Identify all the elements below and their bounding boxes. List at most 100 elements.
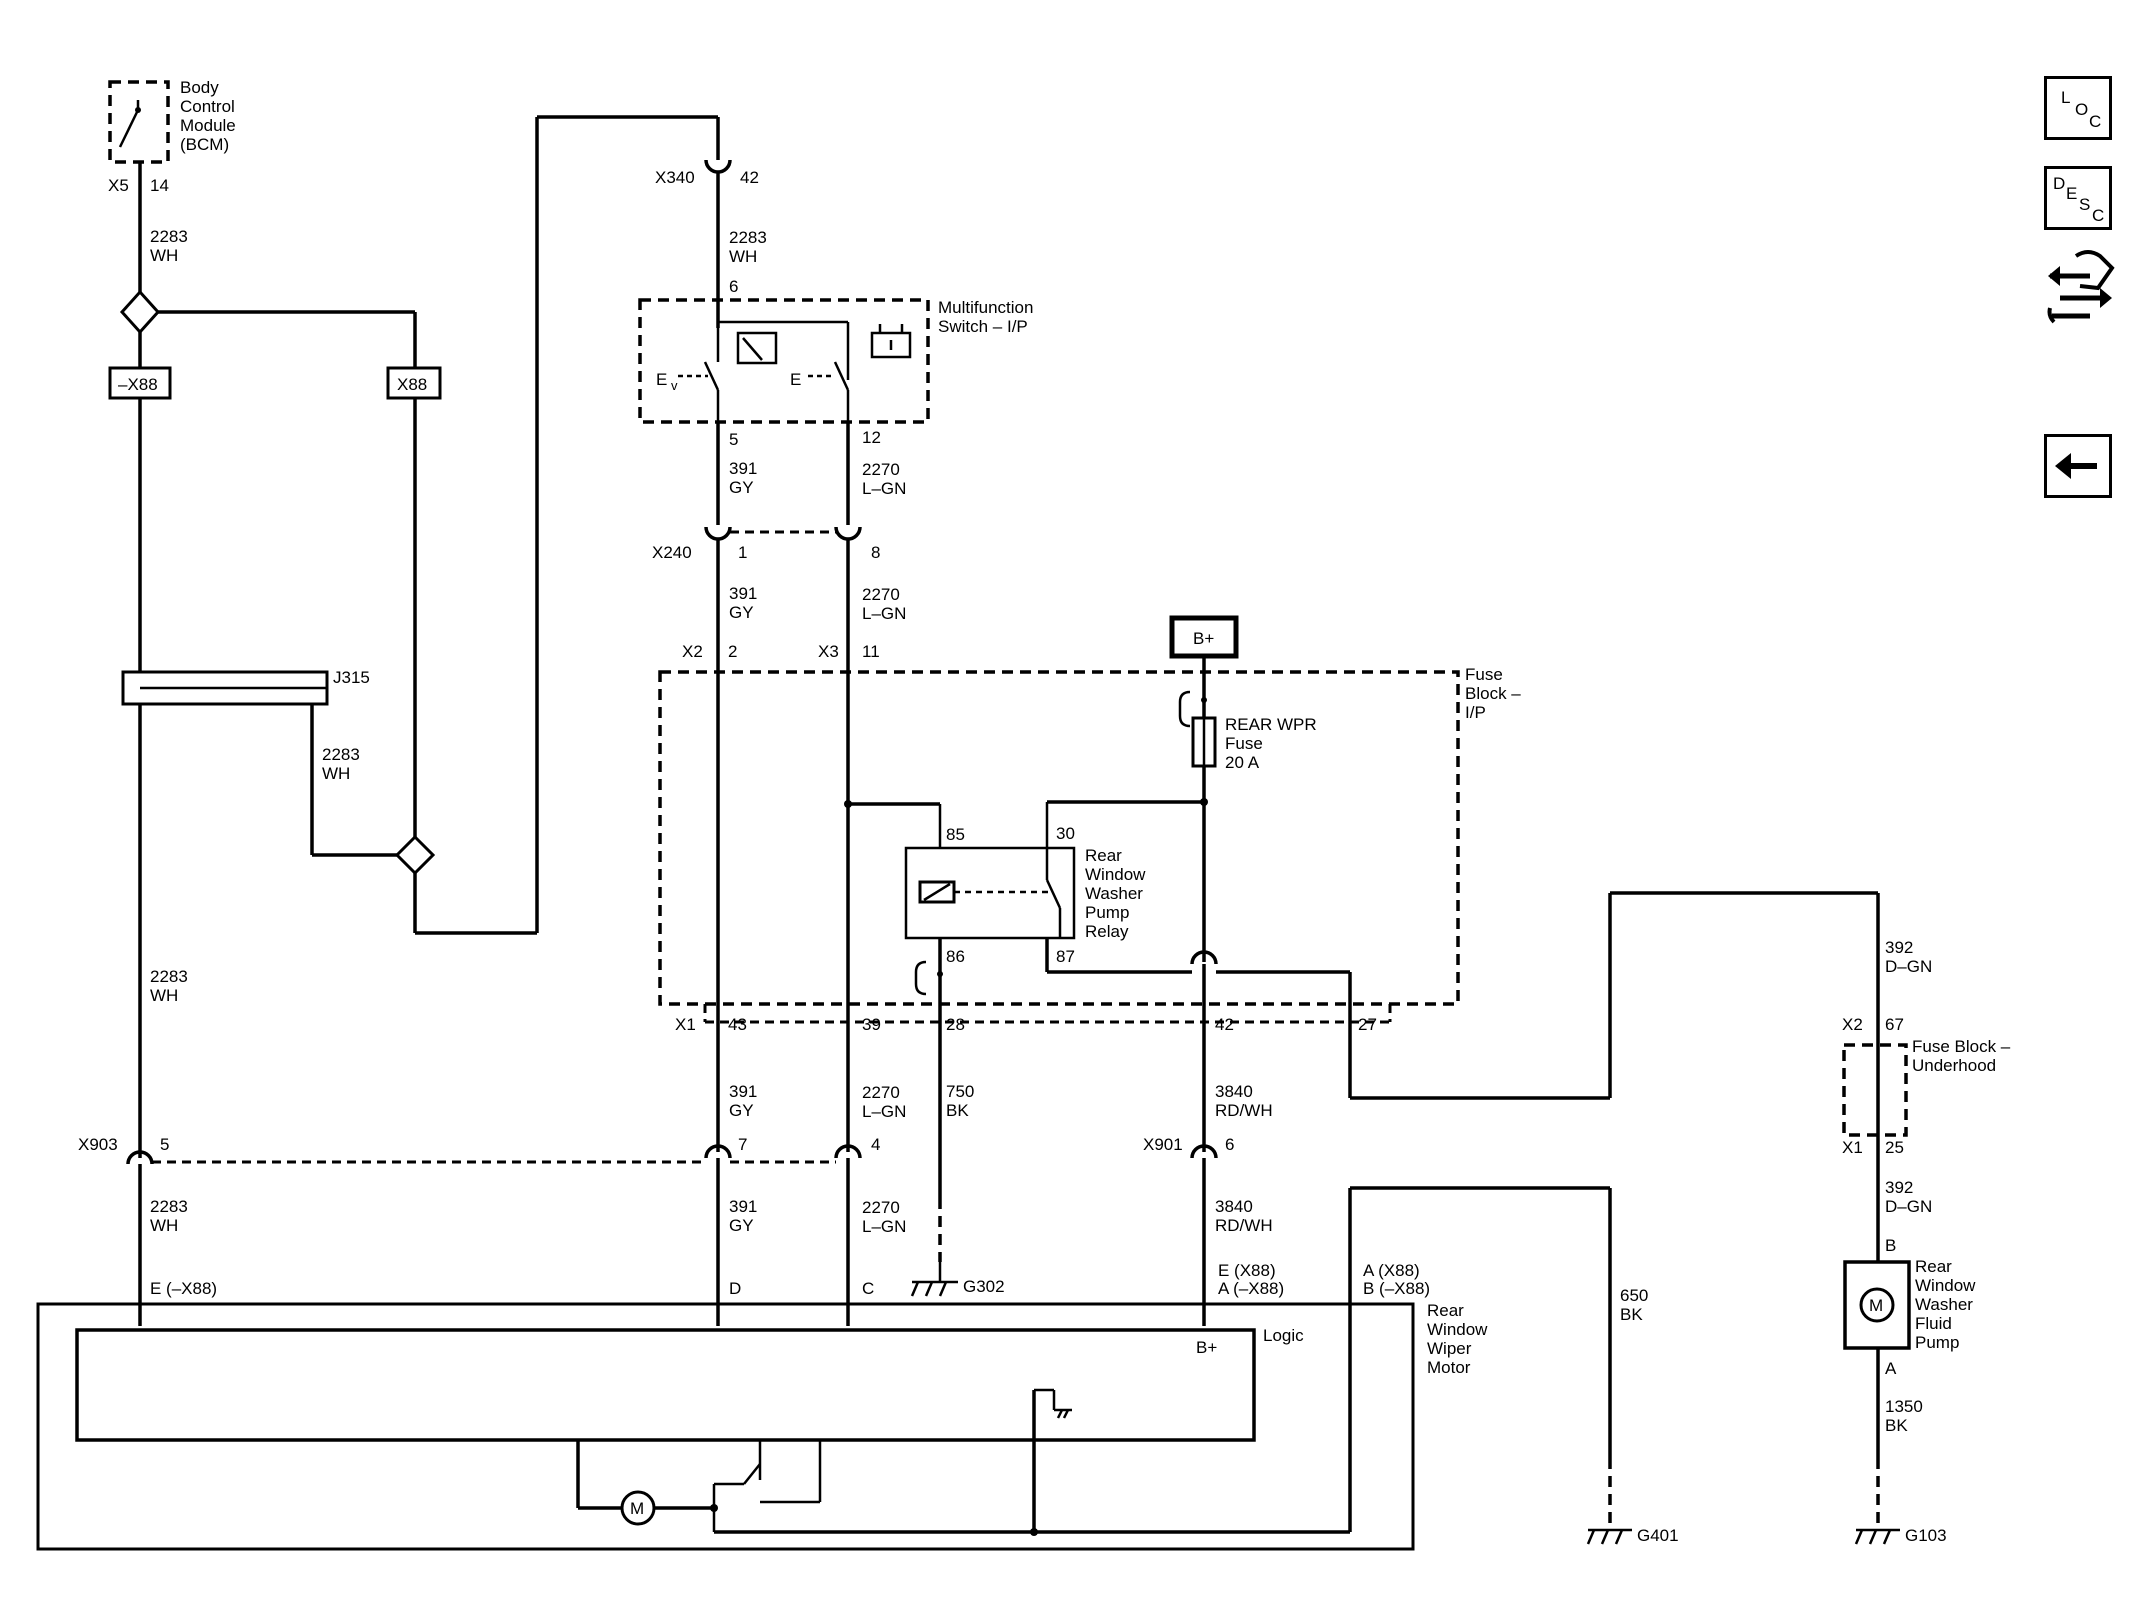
wire-391: 391 GY 391 GY 391 GY 391 GY — [704, 422, 757, 1326]
rear-wiper-motor: E (–X88) D C E (X88) A (–X88) A (X88) B … — [36, 1186, 1612, 1551]
x903-pin-4: 4 — [871, 1135, 880, 1154]
wire-label-391-b-color: GY — [729, 603, 754, 622]
pump-label-2: Window — [1915, 1276, 1976, 1295]
wire-label-2283-a: 2283 — [150, 227, 188, 246]
x903-label: X903 — [78, 1135, 118, 1154]
x3-pin: 11 — [862, 642, 880, 661]
x1-pin-43: 43 — [728, 1015, 747, 1034]
logic-bplus: B+ — [1196, 1338, 1217, 1357]
wire-label-391-c-color: GY — [729, 1101, 754, 1120]
uh-x1-label: X1 — [1842, 1138, 1863, 1157]
fuse-ip-label-2: Block – — [1465, 684, 1521, 703]
x3-label: X3 — [818, 642, 839, 661]
motor-pin-c: C — [862, 1279, 874, 1298]
pump-pin-a: A — [1885, 1359, 1897, 1378]
wire-label-3840-b: 3840 — [1215, 1197, 1253, 1216]
wire-label-2283-b-color: WH — [322, 764, 350, 783]
motor-label-4: Motor — [1427, 1358, 1471, 1377]
x340-label: X340 — [655, 168, 695, 187]
x240-pin-8: 8 — [871, 543, 880, 562]
pump-label-5: Pump — [1915, 1333, 1959, 1352]
x1-pin-27: 27 — [1358, 1015, 1377, 1034]
washer-switch-symbol: E — [790, 370, 801, 389]
relay-label-5: Relay — [1085, 922, 1129, 941]
back-button[interactable] — [2044, 434, 2112, 498]
wire-label-750-color: BK — [946, 1101, 969, 1120]
multifunction-switch: 6 Multifunction Switch – I/P E v E 5 12 — [638, 277, 1033, 449]
pump-label-4: Fluid — [1915, 1314, 1952, 1333]
wire-label-391-a-color: GY — [729, 478, 754, 497]
wire-label-392-a: 392 — [1885, 938, 1913, 957]
connector-x903: X903 5 7 4 2283 WH — [78, 1135, 880, 1326]
loc-letter-l: L — [2061, 88, 2071, 107]
wire-label-2270-b: 2270 — [862, 585, 900, 604]
connector-x901: X901 6 3840 RD/WH — [1143, 1135, 1273, 1326]
fuse-block-ip: Fuse Block – I/P X1 43 39 28 42 27 — [658, 665, 1521, 1034]
wire-label-2270-d-color: L–GN — [862, 1217, 906, 1236]
x901-label: X901 — [1143, 1135, 1183, 1154]
connector-views-icon[interactable] — [2046, 246, 2118, 328]
mfs-pin-5: 5 — [729, 430, 738, 449]
wire-label-392-b: 392 — [1885, 1178, 1913, 1197]
fuse-label-3: 20 A — [1225, 753, 1260, 772]
pump-label-1: Rear — [1915, 1257, 1952, 1276]
uh-x1-pin: 25 — [1885, 1138, 1904, 1157]
ground-g401: G401 — [1586, 1526, 1679, 1545]
x340-pin: 42 — [740, 168, 759, 187]
wire-label-2270-c: 2270 — [862, 1083, 900, 1102]
ground-g103: G103 — [1854, 1526, 1947, 1545]
motor-label-2: Window — [1427, 1320, 1488, 1339]
motor-label-3: Wiper — [1427, 1339, 1472, 1358]
motor-pin-e: E (–X88) — [150, 1279, 217, 1298]
wire-label-391-d: 391 — [729, 1197, 757, 1216]
relay-pin-30: 30 — [1056, 824, 1075, 843]
j315-label: J315 — [333, 668, 370, 687]
loc-button[interactable]: L O C — [2044, 76, 2112, 140]
fuse-ip-label-3: I/P — [1465, 703, 1486, 722]
fuse-uh-label-1: Fuse Block – — [1912, 1037, 2011, 1056]
bcm-label-3: Module — [180, 116, 236, 135]
bplus-label: B+ — [1193, 629, 1214, 648]
relay-label-4: Pump — [1085, 903, 1129, 922]
wire-label-3840-a-color: RD/WH — [1215, 1101, 1273, 1120]
wire-label-2283-d-color: WH — [729, 247, 757, 266]
ground-g302: G302 — [910, 1262, 1005, 1297]
wiper-motor-symbol: M — [630, 1499, 644, 1518]
wire-label-2270-c-color: L–GN — [862, 1102, 906, 1121]
relay-pin-87: 87 — [1056, 947, 1075, 966]
desc-letter-d: D — [2053, 174, 2066, 193]
fuse-ip-label-1: Fuse — [1465, 665, 1503, 684]
wire-2270: 2270 L–GN 2270 L–GN 2270 L–GN 2270 L–GN — [834, 422, 906, 1326]
loc-letter-c: C — [2089, 112, 2102, 131]
pump-label-3: Washer — [1915, 1295, 1973, 1314]
mfs-label-1: Multifunction — [938, 298, 1033, 317]
g401-label: G401 — [1637, 1526, 1679, 1545]
relay-label-1: Rear — [1085, 846, 1122, 865]
x903-pin-7: 7 — [738, 1135, 747, 1154]
relay-label-3: Washer — [1085, 884, 1143, 903]
x2-pin: 2 — [728, 642, 737, 661]
option-neg-x88: –X88 — [118, 375, 158, 394]
motor-pin-a-neg-x88: A (–X88) — [1218, 1279, 1284, 1298]
relay-pin-86: 86 — [946, 947, 965, 966]
wire-label-2270-a: 2270 — [862, 460, 900, 479]
wire-label-2270-d: 2270 — [862, 1198, 900, 1217]
bcm-label-2: Control — [180, 97, 235, 116]
wire-label-2283-d: 2283 — [729, 228, 767, 247]
option-x88: X88 — [397, 375, 427, 394]
x2-label: X2 — [682, 642, 703, 661]
connector-x240: X240 1 8 — [652, 530, 880, 562]
wire-label-391-a: 391 — [729, 459, 757, 478]
wire-label-2283-a-color: WH — [150, 246, 178, 265]
x903-pin-5: 5 — [160, 1135, 169, 1154]
x240-label: X240 — [652, 543, 692, 562]
connector-x5: X5 — [108, 176, 129, 195]
desc-letter-c: C — [2092, 206, 2105, 225]
back-arrow-icon — [2055, 453, 2097, 479]
wire-label-2283-e-color: WH — [150, 1216, 178, 1235]
desc-button[interactable]: D E S C — [2044, 166, 2112, 230]
desc-letter-e: E — [2066, 184, 2078, 203]
wire-label-1350-color: BK — [1885, 1416, 1908, 1435]
g103-label: G103 — [1905, 1526, 1947, 1545]
